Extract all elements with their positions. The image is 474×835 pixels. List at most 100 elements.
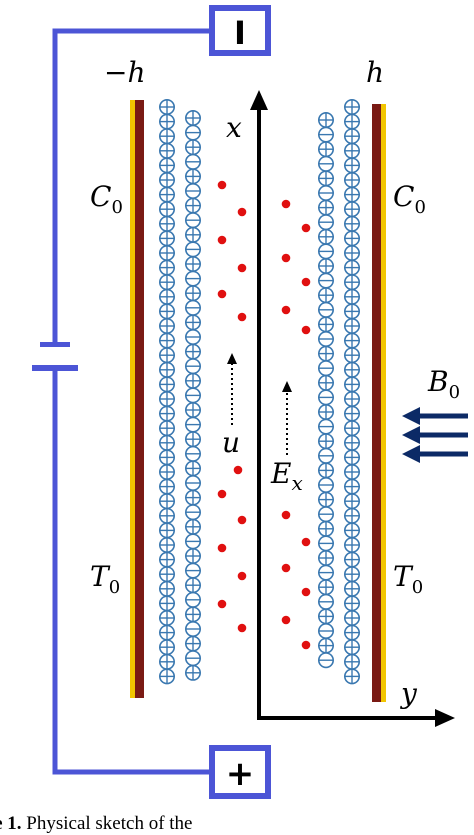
electrode-top-box: I [209, 5, 271, 56]
magnetic-sub: 0 [449, 382, 460, 403]
ion-layers [159, 99, 360, 685]
ion-marker [159, 303, 176, 320]
t0-right-main: T [393, 560, 414, 593]
ion-marker [343, 128, 360, 145]
ion-marker [343, 288, 360, 305]
ion-marker [343, 142, 360, 159]
caption-prefix: re 1. [0, 813, 22, 834]
ion-marker [317, 141, 334, 158]
ion-marker [343, 215, 360, 232]
ion-marker [343, 186, 360, 203]
c0-right-label: C0 [393, 180, 426, 218]
x-axis [250, 90, 268, 720]
caption-text: Physical sketch of the [26, 813, 193, 834]
t0-right-sub: 0 [412, 577, 423, 598]
ion-marker [185, 416, 202, 433]
ion-marker [317, 476, 334, 493]
ion-marker [317, 257, 334, 274]
t0-left-main: T [90, 560, 111, 593]
ion-marker [343, 566, 360, 583]
right-wall-label: h [366, 56, 384, 89]
left-wall [130, 100, 144, 698]
ion-marker [317, 403, 334, 420]
ion-marker [343, 230, 360, 247]
ion-marker [317, 593, 334, 610]
charge-dot [237, 263, 247, 273]
ion-marker [159, 274, 176, 291]
charge-dot [217, 543, 227, 553]
ion-marker [159, 376, 176, 393]
charge-dot [217, 289, 227, 299]
ion-marker [185, 358, 202, 375]
ion-marker [343, 463, 360, 480]
ion-marker [343, 259, 360, 276]
magnetic-main: B [427, 365, 449, 398]
ion-marker [159, 142, 176, 159]
ion-marker [343, 274, 360, 291]
ion-marker [185, 226, 202, 243]
ion-marker [185, 270, 202, 287]
ion-marker [185, 110, 202, 127]
ion-marker [317, 360, 334, 377]
ion-marker [343, 99, 360, 116]
t0-left-label: T0 [90, 560, 120, 598]
ion-marker [185, 124, 202, 141]
ion-marker [159, 493, 176, 510]
ion-marker [185, 577, 202, 594]
ion-marker [317, 520, 334, 537]
charge-dot [233, 465, 243, 475]
charge-dot [237, 515, 247, 525]
ion-marker [159, 288, 176, 305]
ion-marker [159, 245, 176, 262]
ion-marker [317, 447, 334, 464]
ion-marker [185, 328, 202, 345]
ion-marker [185, 401, 202, 418]
ion-marker [185, 387, 202, 404]
ion-marker [185, 664, 202, 681]
ion-marker [343, 609, 360, 626]
ion-marker [343, 624, 360, 641]
ion-marker [343, 332, 360, 349]
ion-marker [159, 609, 176, 626]
ion-marker [343, 172, 360, 189]
ion-marker [317, 418, 334, 435]
left-wall-label: −h [104, 56, 146, 89]
ion-marker [343, 390, 360, 407]
ion-marker [159, 186, 176, 203]
ion-marker [185, 635, 202, 652]
charge-dot [301, 537, 311, 547]
ion-marker [317, 579, 334, 596]
ion-marker [159, 361, 176, 378]
ion-marker [317, 345, 334, 362]
ion-marker [159, 478, 176, 495]
ion-marker [317, 272, 334, 289]
electrode-bottom-box: + [209, 745, 271, 799]
ion-marker [159, 566, 176, 583]
ion-marker [159, 522, 176, 539]
ion-marker [317, 316, 334, 333]
charge-dot [237, 207, 247, 217]
right-wall [372, 104, 386, 702]
charge-dot [301, 325, 311, 335]
charge-dot [301, 277, 311, 287]
ion-marker [159, 653, 176, 670]
charge-dot [301, 223, 311, 233]
ion-marker [317, 243, 334, 260]
battery-symbol [32, 342, 78, 371]
ion-marker [159, 201, 176, 218]
ion-marker [317, 287, 334, 304]
ion-marker [159, 157, 176, 174]
ion-marker [317, 433, 334, 450]
ion-marker [185, 168, 202, 185]
charge-dot [281, 510, 291, 520]
c0-left-label: C0 [90, 180, 123, 218]
y-axis-label: y [399, 677, 418, 710]
ion-marker [159, 332, 176, 349]
charge-dot [301, 640, 311, 650]
magnetic-field-arrows [402, 407, 468, 463]
charge-dot [281, 563, 291, 573]
ion-marker [185, 255, 202, 272]
ion-marker [343, 580, 360, 597]
field-label: Ex [270, 457, 303, 495]
c0-left-sub: 0 [111, 197, 122, 218]
